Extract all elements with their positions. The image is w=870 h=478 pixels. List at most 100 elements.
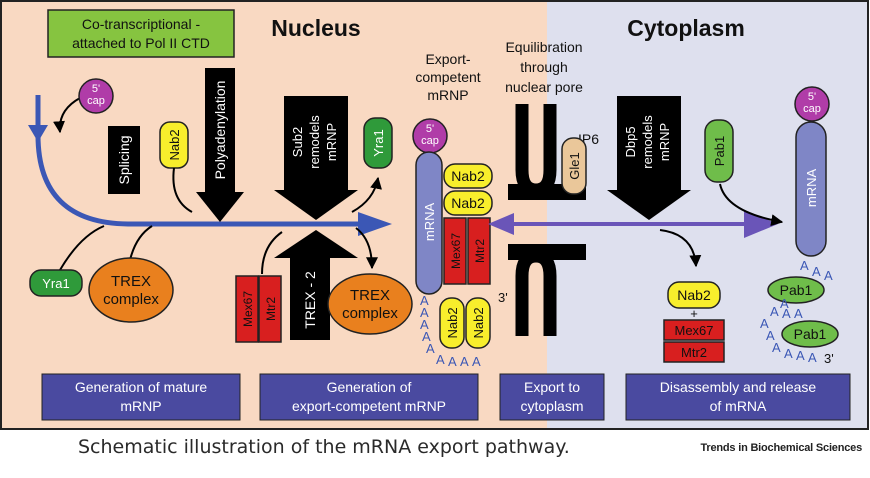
nab2-center-2-label: Nab2 <box>451 195 485 211</box>
poly-a-letter: A <box>784 346 793 361</box>
poly-a-letter: A <box>770 304 779 319</box>
pab1-bound-2 <box>781 320 839 348</box>
poly-a-letter: A <box>800 258 809 273</box>
gle1 <box>561 137 587 195</box>
poly-a-letter: A <box>420 317 429 332</box>
poly-a-letter: A <box>824 268 833 283</box>
stage-box-disassembly <box>625 373 851 421</box>
nab2-center-4-label: Nab2 <box>471 307 486 338</box>
nab2-left-link <box>172 167 193 213</box>
poly-a-letter: A <box>782 306 791 321</box>
poly-a-letter: A <box>420 305 429 320</box>
stage-export-competent-line-2: export-competent mRNP <box>292 398 446 414</box>
sub2-arrowhead <box>274 190 358 220</box>
three-prime-center: 3' <box>498 290 508 305</box>
polyadenylation-label: Polyadenylation <box>212 81 228 180</box>
figure-caption: Schematic illustration of the mRNA expor… <box>78 436 570 458</box>
trex-release-arrow <box>355 227 378 270</box>
dbp5-line-3: mRNP <box>657 123 672 161</box>
equilibration-line-3: nuclear pore <box>505 79 583 95</box>
mrna-released-label: mRNA <box>804 169 819 208</box>
poly-a-letter: A <box>808 350 817 365</box>
trex-right-line-1: TREX <box>350 287 390 304</box>
trex-left-line-1: TREX <box>111 273 151 290</box>
journal-credit: Trends in Biochemical Sciences <box>700 442 862 454</box>
mtr2-left-label: Mtr2 <box>264 297 278 321</box>
cap-right-label: cap <box>803 103 821 115</box>
poly-a-letter: A <box>766 328 775 343</box>
trex2-shaft <box>290 256 330 340</box>
mtr2-center <box>467 217 491 285</box>
cap-right-5: 5' <box>808 91 816 103</box>
poly-a-letter: A <box>422 329 431 344</box>
dbp5-shaft <box>617 96 681 192</box>
stage-box-export-competent <box>259 373 479 421</box>
stage-mature-line-2: mRNP <box>120 398 161 414</box>
splicing-box <box>108 126 140 194</box>
nuclear-pore-bottom <box>515 249 557 336</box>
equilibration-arrowhead-left <box>488 213 514 235</box>
polyadenylation-shaft <box>205 68 235 194</box>
cap-right <box>794 86 830 122</box>
mex67-left <box>235 275 259 343</box>
cap-center-5: 5' <box>426 123 434 135</box>
trex-right-line-2: complex <box>342 305 398 322</box>
sub2-line-1: Sub2 <box>290 127 305 157</box>
yra1-bottom <box>29 269 83 297</box>
poly-a-letter: A <box>796 348 805 363</box>
cap-left-5: 5' <box>92 83 100 95</box>
co-transcriptional-line-2: attached to Pol II CTD <box>72 35 210 51</box>
trex2-label: TREX - 2 <box>302 271 318 329</box>
yra1-bottom-link <box>59 225 105 271</box>
pab1-bound-2-label: Pab1 <box>794 326 827 342</box>
pab1-top <box>704 119 734 183</box>
mrna-released <box>795 121 827 257</box>
pab1-bound-1-label: Pab1 <box>780 282 813 298</box>
transcript-arrowhead <box>358 212 392 236</box>
nucleus-title: Nucleus <box>271 15 360 41</box>
cap-left-label: cap <box>87 95 105 107</box>
plus-sign: + <box>690 306 698 321</box>
nab2-left-label: Nab2 <box>167 129 182 160</box>
nab2-center-4 <box>465 297 491 349</box>
mex67-released-label: Mex67 <box>674 323 713 338</box>
dbp5-arrowhead <box>607 190 691 220</box>
trex-left-line-2: complex <box>103 291 159 308</box>
export-competent-line-3: mRNP <box>427 87 468 103</box>
mrna-center <box>415 151 443 295</box>
trex2-arrowhead <box>274 230 358 258</box>
mex67-left-label: Mex67 <box>241 291 255 327</box>
poly-a-letter: A <box>426 341 435 356</box>
mex67-center-label: Mex67 <box>449 233 463 269</box>
poly-a-letter: A <box>760 316 769 331</box>
co-transcriptional-box <box>47 9 235 58</box>
sub2-shaft <box>284 96 348 192</box>
stage-export-line-2: cytoplasm <box>520 398 583 414</box>
stage-box-export <box>499 373 605 421</box>
trex-complex-right <box>327 273 413 335</box>
stage-export-competent-line-1: Generation of <box>327 379 412 395</box>
poly-a-letter: A <box>420 293 429 308</box>
stage-export-line-1: Export to <box>524 379 580 395</box>
nab2-released-label: Nab2 <box>677 287 711 303</box>
cap-center-label: cap <box>421 135 439 147</box>
equilibration-line-1: Equilibration <box>505 39 582 55</box>
cytoplasm-title: Cytoplasm <box>627 15 745 41</box>
trex-complex-left <box>88 257 174 323</box>
diagram-border <box>0 0 869 430</box>
stage-mature-line-1: Generation of mature <box>75 379 208 395</box>
cap-link-arrow <box>53 97 81 134</box>
dbp5-line-1: Dbp5 <box>623 126 638 157</box>
nab2-center-2 <box>443 190 493 216</box>
nab2-center-3-label: Nab2 <box>445 307 460 338</box>
poly-a-letter: A <box>812 264 821 279</box>
poly-a-letter: A <box>772 340 781 355</box>
mtr2-released-label: Mtr2 <box>681 345 707 360</box>
mrna-center-label: mRNA <box>422 203 437 242</box>
equilibration-arrowhead-right <box>744 210 778 238</box>
poly-a-letter: A <box>460 354 469 369</box>
sub2-line-2: remodels <box>307 115 322 169</box>
pab1-top-label: Pab1 <box>712 136 727 166</box>
